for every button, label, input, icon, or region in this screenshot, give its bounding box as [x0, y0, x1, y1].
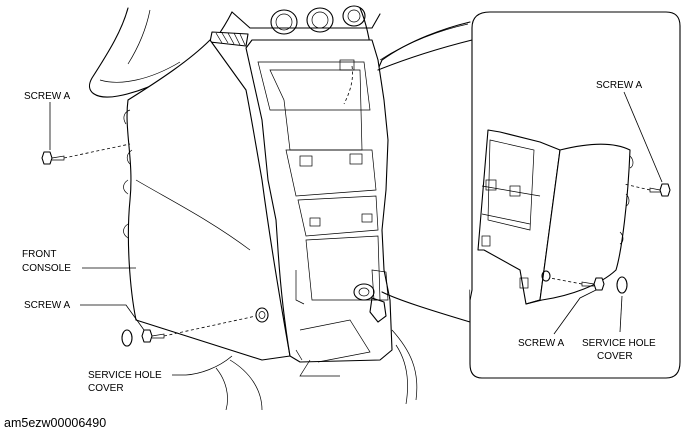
front-console-side-panel — [123, 39, 291, 361]
leader-screw-a-inset-bottom — [553, 289, 597, 335]
screw-a-inset-top — [649, 183, 671, 197]
screw-a-bottom-left-path — [163, 315, 257, 337]
label-front-console-line1: FRONT — [22, 249, 56, 260]
detail-inset — [377, 11, 681, 379]
leader-service-hole-inset — [619, 295, 623, 333]
label-service-hole-left-line2: COVER — [88, 383, 124, 394]
label-service-hole-left-line1: SERVICE HOLE — [88, 370, 162, 381]
floor-contour — [215, 319, 418, 410]
screw-a-inset-top-path — [623, 183, 651, 191]
figure-code: am5ezw00006490 — [4, 416, 107, 430]
label-screw-a-bottom: SCREW A — [24, 300, 70, 311]
front-console-removal-diagram: SCREW A FRONT CONSOLE SCREW A SERVICE HO… — [22, 5, 681, 410]
service-hole-cover-inset — [616, 276, 628, 294]
label-screw-a-inset-bottom: SCREW A — [518, 338, 564, 349]
leader-screw-a-inset-top — [623, 91, 663, 183]
label-screw-a-inset-top: SCREW A — [596, 80, 642, 91]
air-vents — [270, 5, 366, 35]
screw-a-inset-bottom — [581, 277, 605, 291]
service-hole-cover-left — [121, 329, 133, 347]
center-console-frame — [245, 39, 393, 363]
label-screw-a-top: SCREW A — [24, 91, 70, 102]
screw-a-top-left-path — [63, 143, 131, 159]
leader-service-hole-left — [172, 355, 233, 376]
inset-side-panel — [525, 143, 634, 305]
screw-a-bottom-left — [141, 329, 165, 343]
dashboard-trim-strip — [209, 31, 249, 47]
label-service-hole-inset-line1: SERVICE HOLE — [582, 338, 656, 349]
label-service-hole-inset-line2: COVER — [597, 351, 633, 362]
label-front-console-line2: CONSOLE — [22, 263, 71, 274]
leader-screw-a-bottom — [80, 304, 145, 331]
screw-a-top-left — [41, 151, 65, 165]
